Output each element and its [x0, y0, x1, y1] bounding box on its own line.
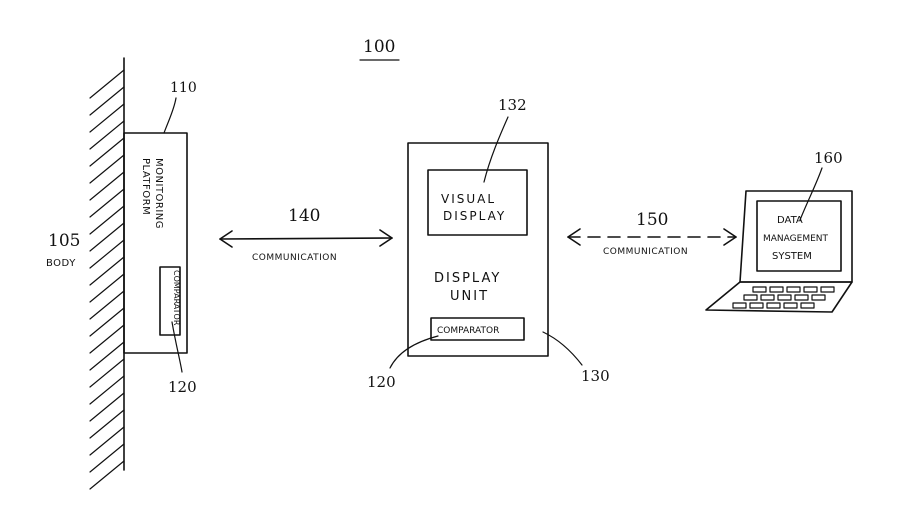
body-label: BODY — [46, 258, 76, 269]
hatch-line — [90, 223, 124, 251]
display-comparator-label: COMPARATOR — [437, 326, 499, 336]
monitoring-platform-label-2: PLATFORM — [140, 158, 151, 215]
hatch-line — [90, 172, 124, 200]
hatch-line — [90, 155, 124, 183]
hatch-line — [90, 376, 124, 404]
hatch-line — [90, 70, 124, 98]
hatch-line — [90, 427, 124, 455]
keyboard-key — [804, 287, 817, 292]
hatch-line — [90, 461, 124, 489]
monitoring-platform-leader — [164, 98, 176, 133]
hatch-line — [90, 325, 124, 353]
keyboard-key — [733, 303, 746, 308]
data-management-label-2: MANAGEMENT — [763, 234, 828, 244]
keyboard-key — [767, 303, 780, 308]
hatch-line — [90, 240, 124, 268]
keyboard-key — [753, 287, 766, 292]
display-unit-label-2: UNIT — [450, 289, 489, 304]
keyboard-key — [750, 303, 763, 308]
link-150-arrow — [568, 229, 736, 245]
keyboard-key — [770, 287, 783, 292]
display-unit-label-1: DISPLAY — [434, 271, 501, 286]
keyboard-key — [784, 303, 797, 308]
hatch-line — [90, 104, 124, 132]
platform-comparator-ref: 120 — [168, 378, 197, 396]
link-150-label: COMMUNICATION — [603, 247, 688, 257]
data-management-label-3: SYSTEM — [772, 251, 812, 262]
figure-number: 100 — [363, 37, 395, 57]
keyboard-key — [761, 295, 774, 300]
link-140-ref: 140 — [288, 206, 320, 226]
display-unit-ref: 130 — [581, 367, 610, 385]
visual-display-ref: 132 — [498, 96, 527, 114]
hatch-line — [90, 444, 124, 472]
hatch-line — [90, 291, 124, 319]
hatch-line — [90, 342, 124, 370]
hatch-line — [90, 274, 124, 302]
keyboard-key — [787, 287, 800, 292]
hatch-line — [90, 206, 124, 234]
visual-display-label-2: DISPLAY — [443, 209, 506, 223]
hatch-line — [90, 189, 124, 217]
link-140-label: COMMUNICATION — [252, 253, 337, 263]
hatch-line — [90, 121, 124, 149]
data-management-leader — [800, 168, 822, 220]
link-140-arrow — [220, 230, 392, 247]
visual-display-leader — [484, 117, 508, 182]
hatch-line — [90, 308, 124, 336]
hatch-line — [90, 410, 124, 438]
laptop-keyboard — [733, 287, 834, 308]
body-wall — [90, 58, 124, 489]
data-management-ref: 160 — [814, 149, 843, 167]
hatch-line — [90, 393, 124, 421]
hatch-line — [90, 257, 124, 285]
display-unit-leader — [543, 332, 582, 365]
body-ref: 105 — [48, 231, 80, 251]
platform-comparator-label: COMPARATOR — [172, 270, 181, 326]
data-management-label-1: DATA — [777, 215, 803, 226]
keyboard-key — [821, 287, 834, 292]
keyboard-key — [812, 295, 825, 300]
body-hatching — [90, 70, 124, 489]
link-150-ref: 150 — [636, 210, 668, 230]
visual-display-label-1: VISUAL — [441, 192, 496, 206]
hatch-line — [90, 138, 124, 166]
monitoring-platform-ref: 110 — [170, 80, 197, 96]
keyboard-key — [778, 295, 791, 300]
hatch-line — [90, 87, 124, 115]
keyboard-key — [744, 295, 757, 300]
display-comparator-leader — [390, 336, 438, 368]
display-comparator-ref: 120 — [367, 373, 396, 391]
monitoring-platform-label-1: MONITORING — [153, 158, 164, 229]
hatch-line — [90, 359, 124, 387]
keyboard-key — [795, 295, 808, 300]
keyboard-key — [801, 303, 814, 308]
